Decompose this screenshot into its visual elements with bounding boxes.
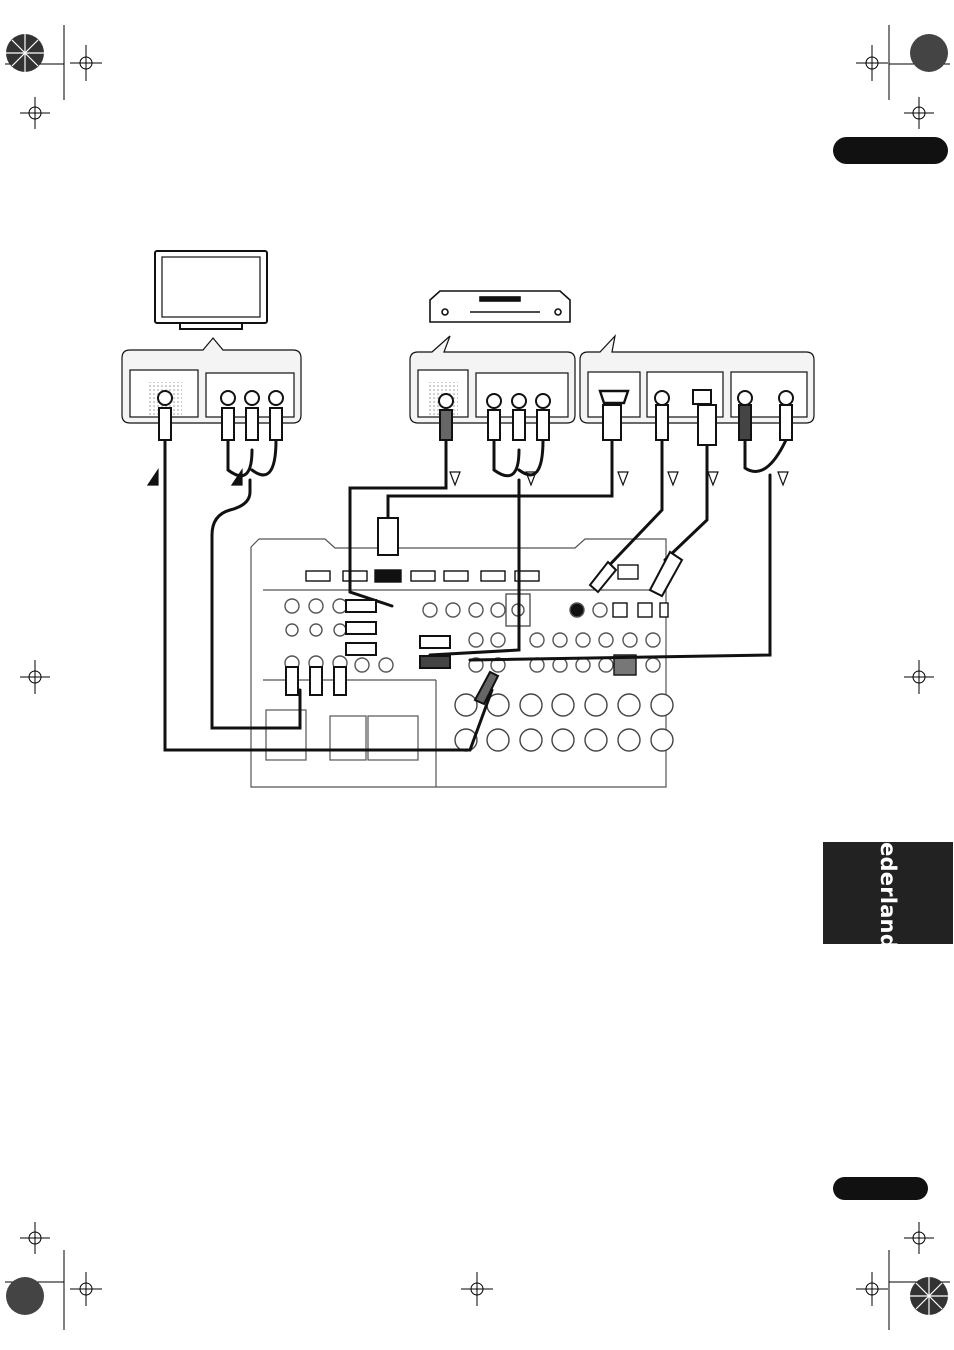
arrow-down-icon <box>450 472 460 485</box>
arrow-down-icon <box>618 472 628 485</box>
arrow-down-icon <box>708 472 718 485</box>
arrow-up-icon <box>148 470 158 485</box>
arrow-down-icon <box>668 472 678 485</box>
signal-arrows <box>148 470 788 485</box>
tv-monitor-illustration <box>155 251 267 329</box>
dvd-player-illustration <box>430 291 570 322</box>
arrow-down-icon <box>778 472 788 485</box>
